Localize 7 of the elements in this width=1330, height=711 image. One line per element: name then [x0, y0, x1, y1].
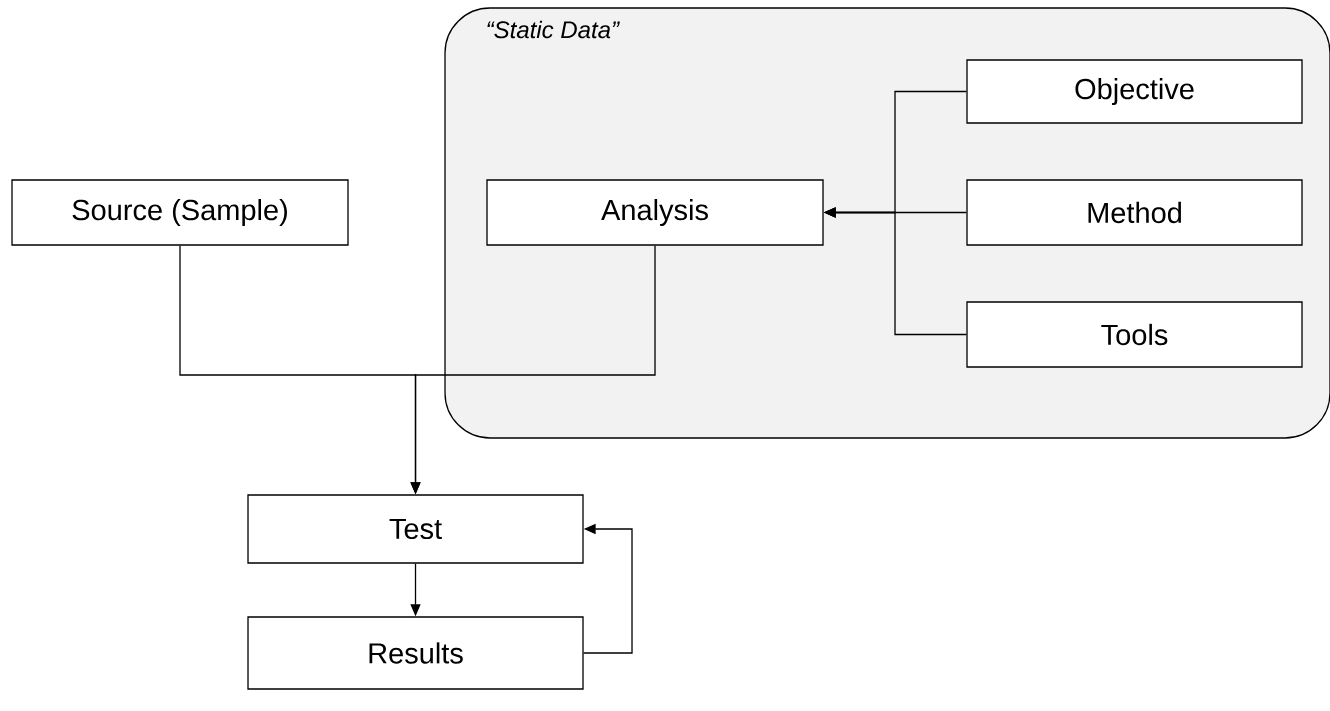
process-box: Analysis — [486, 179, 824, 246]
process-box: Test — [247, 494, 584, 564]
process-box: Tools — [966, 301, 1303, 368]
process-box: Source (Sample) — [11, 179, 349, 246]
process-box: Method — [966, 179, 1303, 246]
process-box: Objective — [966, 59, 1303, 124]
process-box: Results — [247, 616, 584, 690]
